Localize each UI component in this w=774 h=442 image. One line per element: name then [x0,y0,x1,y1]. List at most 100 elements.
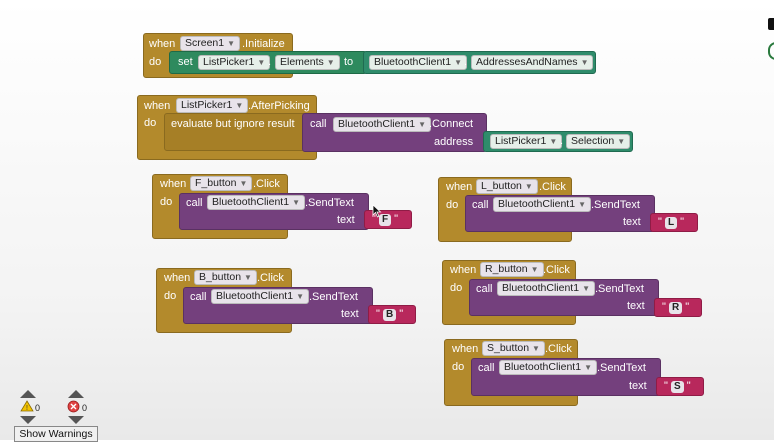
client-component-dropdown[interactable]: BluetoothClient1▼ [499,360,597,375]
button-component-dropdown[interactable]: F_button▼ [190,176,253,191]
component-name: Screen1 [185,37,225,49]
do-label: do [160,196,173,208]
text-literal-block[interactable]: " B " [368,305,416,324]
property-dropdown[interactable]: Elements▼ [275,55,340,70]
evaluate-label: evaluate but ignore result [171,118,295,130]
sendtext-call-block[interactable]: call BluetoothClient1▼ .SendText text [183,287,373,324]
evaluate-ignore-block[interactable]: evaluate but ignore result [164,113,306,151]
warning-prev-arrow-icon[interactable] [20,390,36,398]
sendtext-call-block[interactable]: call BluetoothClient1▼ .SendText text [469,279,659,316]
event-label: .AfterPicking [248,100,310,112]
address-label: address [434,136,474,148]
text-label: text [629,380,647,392]
method-label: .SendText [597,362,646,374]
event-label: .Initialize [242,38,285,50]
text-label: text [341,308,359,320]
do-label: do [144,117,157,129]
connect-call-block[interactable]: call BluetoothClient1▼ .Connect address [302,113,487,152]
text-value[interactable]: F [378,214,392,226]
component-name: BluetoothClient1 [504,361,582,373]
dropdown-arrow-icon: ▼ [578,200,586,209]
call-label: call [476,283,493,295]
error-next-arrow-icon[interactable] [68,416,84,424]
dropdown-arrow-icon: ▼ [580,58,589,67]
error-icon [67,400,80,413]
set-property-block[interactable]: set ListPicker1▼ . Elements▼ to [169,51,367,74]
trash-icon[interactable] [768,16,774,60]
text-label: text [337,214,355,226]
dropdown-arrow-icon: ▼ [532,344,540,353]
property-name: AddressesAndNames [476,56,578,68]
text-literal-block[interactable]: " L " [650,213,698,232]
error-prev-arrow-icon[interactable] [68,390,84,398]
event-label: .Click [253,178,280,190]
warning-count: 0 [35,403,41,413]
component-name: B_button [199,271,242,283]
target-component-dropdown[interactable]: ListPicker1▼ [198,55,271,70]
text-literal-block[interactable]: " S " [656,377,704,396]
listpicker-component-dropdown[interactable]: ListPicker1▼ [176,98,249,113]
component-name: BluetoothClient1 [212,196,290,208]
method-label: .SendText [591,199,640,211]
dropdown-arrow-icon: ▼ [244,273,252,282]
component-name: L_button [481,180,522,192]
dropdown-arrow-icon: ▼ [418,120,426,129]
do-label: do [446,199,459,211]
screen1-component-dropdown[interactable]: Screen1▼ [180,36,241,51]
method-label: .SendText [595,283,644,295]
arg-property-dropdown[interactable]: Selection▼ [566,134,631,149]
do-label: do [149,56,162,68]
method-label: .SendText [305,197,354,209]
when-label: when [144,100,171,112]
text-value[interactable]: L [664,217,678,229]
dropdown-arrow-icon: ▼ [524,182,533,191]
source-component-dropdown[interactable]: BluetoothClient1▼ [369,55,467,70]
dropdown-arrow-icon: ▼ [296,292,304,301]
when-label: when [164,272,191,284]
method-label: .Connect [429,118,474,130]
call-label: call [186,197,203,209]
button-component-dropdown[interactable]: L_button▼ [476,179,538,194]
svg-text:!: ! [26,405,28,412]
text-literal-block[interactable]: " F " [364,210,412,229]
quote-open: " [662,301,666,313]
sendtext-call-block[interactable]: call BluetoothClient1▼ .SendText text [471,358,661,396]
dropdown-arrow-icon: ▼ [584,363,592,372]
error-count: 0 [82,403,88,413]
text-value[interactable]: B [382,309,397,321]
dropdown-arrow-icon: ▼ [617,137,626,146]
component-name: BluetoothClient1 [374,56,452,68]
text-value[interactable]: R [668,302,683,314]
event-label: .Click [539,181,566,193]
sendtext-call-block[interactable]: call BluetoothClient1▼ .SendText text [179,193,369,230]
sendtext-call-block[interactable]: call BluetoothClient1▼ .SendText text [465,195,655,232]
warning-next-arrow-icon[interactable] [20,416,36,424]
arg-component-dropdown[interactable]: ListPicker1▼ [490,134,563,149]
quote-open: " [376,308,380,320]
dropdown-arrow-icon: ▼ [326,58,335,67]
dropdown-arrow-icon: ▼ [582,284,590,293]
quote-close: " [685,301,690,313]
client-component-dropdown[interactable]: BluetoothClient1▼ [497,281,595,296]
mouse-cursor-icon [372,204,382,218]
quote-close: " [686,380,691,392]
button-component-dropdown[interactable]: S_button▼ [482,341,545,356]
button-component-dropdown[interactable]: B_button▼ [194,270,257,285]
selection-getter-block[interactable]: ListPicker1▼ . Selection▼ [483,131,633,152]
property-name: Elements [280,56,324,68]
bluetooth-component-dropdown[interactable]: BluetoothClient1▼ [333,117,431,132]
quote-open: " [664,380,668,392]
dropdown-arrow-icon: ▼ [257,58,266,67]
quote-close: " [680,216,685,228]
getter-block[interactable]: BluetoothClient1▼ . AddressesAndNames▼ [363,51,596,74]
text-value[interactable]: S [670,381,684,393]
source-property-dropdown[interactable]: AddressesAndNames▼ [471,55,594,70]
text-literal-block[interactable]: " R " [654,298,702,317]
call-label: call [478,362,495,374]
button-component-dropdown[interactable]: R_button▼ [480,262,544,277]
client-component-dropdown[interactable]: BluetoothClient1▼ [211,289,309,304]
client-component-dropdown[interactable]: BluetoothClient1▼ [207,195,305,210]
quote-open: " [658,216,662,228]
show-warnings-button[interactable]: Show Warnings [14,426,98,442]
client-component-dropdown[interactable]: BluetoothClient1▼ [493,197,591,212]
